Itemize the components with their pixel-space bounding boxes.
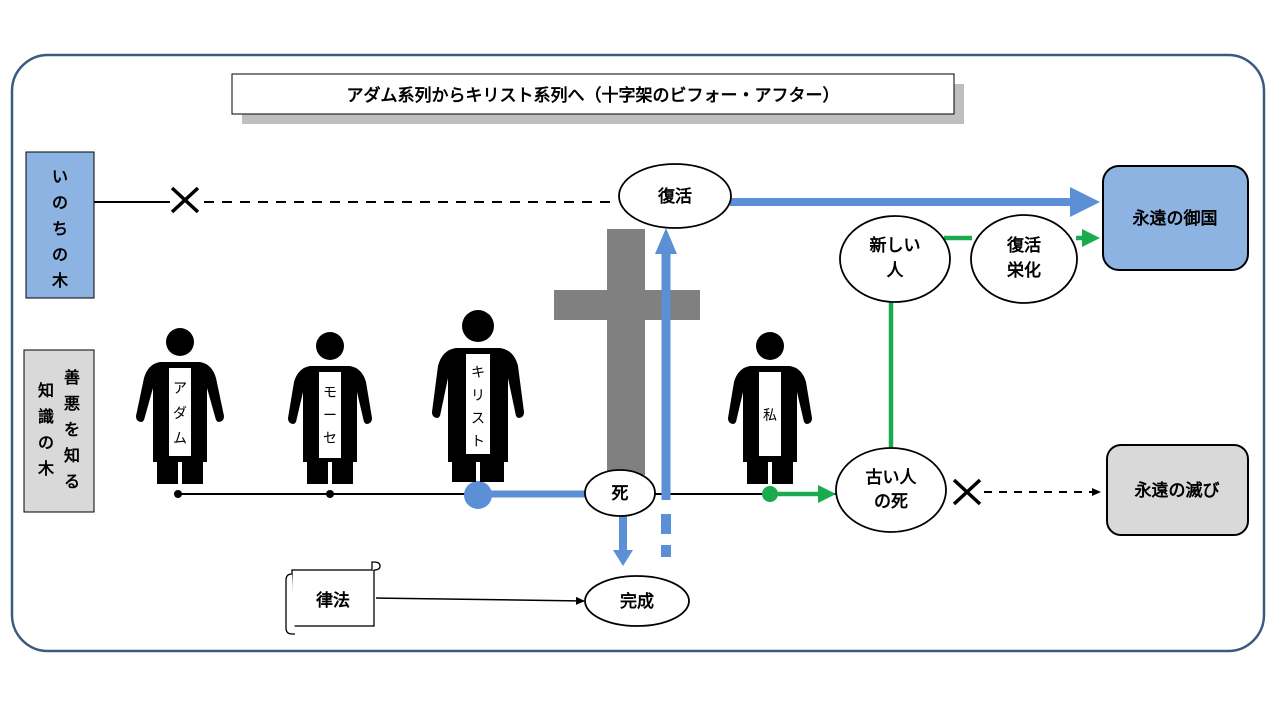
line-dot-moses — [326, 490, 334, 498]
completion-arrowhead — [613, 550, 633, 566]
figure-adam-char-1: ア — [173, 381, 187, 397]
tree-of-life-char-1: い — [52, 167, 68, 186]
figure-moses-char-1: モ — [323, 385, 337, 401]
figure-christ-char-3: ス — [471, 411, 485, 427]
life-line-cross-mark — [170, 186, 200, 214]
cross-shape — [554, 229, 700, 475]
law-to-completion-arrow — [375, 596, 585, 605]
figure-christ-char-4: ト — [471, 434, 485, 450]
knowledge-col1-char-2: 悪 — [64, 394, 80, 413]
tree-of-life-char-5: 木 — [51, 271, 69, 290]
law-label: 律法 — [315, 590, 350, 611]
figure-adam: ア ダ ム — [136, 328, 224, 484]
knowledge-col2-char-4: 木 — [37, 459, 55, 478]
glorification-node: 復活 栄化 — [970, 214, 1078, 304]
figure-christ-char-1: キ — [471, 365, 485, 381]
old-person-death-node: 古い人 の死 — [835, 447, 947, 533]
knowledge-col2-char-2: 識 — [38, 407, 54, 426]
knowledge-col2-char-3: の — [38, 433, 54, 452]
figure-christ: キ リ ス ト — [432, 310, 524, 482]
blue-dash-segment-1 — [661, 514, 671, 534]
knowledge-col2-char-1: 知 — [38, 381, 54, 400]
knowledge-col1-char-1: 善 — [64, 368, 80, 387]
old-death-arrowhead — [818, 485, 836, 503]
figure-me-char-1: 私 — [763, 408, 777, 424]
christ-blue-dot — [464, 481, 492, 509]
resurrection-label: 復活 — [657, 186, 692, 207]
old-person-death-line-2: の死 — [874, 492, 908, 512]
kingdom-arrowhead — [1070, 187, 1100, 217]
law-scroll: 律法 — [285, 561, 381, 635]
tree-of-life-char-2: の — [52, 193, 68, 212]
completion-node: 完成 — [584, 575, 690, 627]
title-text: アダム系列からキリスト系列へ（十字架のビフォー・アフター） — [347, 85, 840, 106]
new-person-line-1: 新しい — [870, 235, 921, 256]
new-person-node: 新しい 人 — [839, 215, 951, 303]
eternal-destruction-box: 永遠の滅び — [1106, 444, 1249, 536]
eternal-destruction-label: 永遠の滅び — [1134, 480, 1220, 501]
resurrection-arrowhead — [655, 228, 677, 254]
eternal-kingdom-box: 永遠の御国 — [1102, 165, 1249, 271]
glory-arrowhead — [1082, 229, 1100, 247]
line-dot-adam — [174, 490, 182, 498]
old-person-death-line-1: 古い人 — [866, 467, 918, 488]
figure-moses: モ ー セ — [288, 332, 372, 484]
resurrection-node: 復活 — [618, 163, 732, 229]
knowledge-col1-char-4: 知 — [64, 446, 80, 465]
figure-adam-char-2: ダ — [173, 406, 187, 422]
tree-of-life-char-4: の — [52, 245, 68, 264]
figure-adam-char-3: ム — [173, 431, 187, 447]
knowledge-col1-char-5: る — [64, 472, 80, 491]
figure-moses-char-3: セ — [323, 431, 337, 447]
completion-label: 完成 — [620, 591, 654, 612]
figure-me: 私 — [728, 332, 812, 484]
me-green-dot — [762, 486, 778, 502]
death-node: 死 — [584, 469, 656, 517]
glorification-line-2: 栄化 — [1006, 260, 1041, 281]
blue-dash-segment-2 — [661, 545, 671, 557]
eternal-kingdom-label: 永遠の御国 — [1132, 208, 1218, 229]
figure-christ-char-2: リ — [471, 388, 485, 404]
knowledge-col1-char-3: を — [64, 420, 80, 439]
title-box: アダム系列からキリスト系列へ（十字架のビフォー・アフター） — [231, 73, 964, 124]
tree-of-life-char-3: ち — [52, 219, 68, 238]
death-label: 死 — [612, 484, 629, 504]
new-person-line-2: 人 — [887, 261, 905, 281]
destruction-cross-mark — [952, 478, 982, 506]
tree-of-life-box: い の ち の 木 — [25, 151, 95, 299]
figure-moses-char-2: ー — [323, 408, 337, 424]
glorification-line-1: 復活 — [1006, 235, 1041, 256]
tree-of-knowledge-box: 善 悪 を 知 る 知 識 の 木 — [23, 349, 95, 513]
